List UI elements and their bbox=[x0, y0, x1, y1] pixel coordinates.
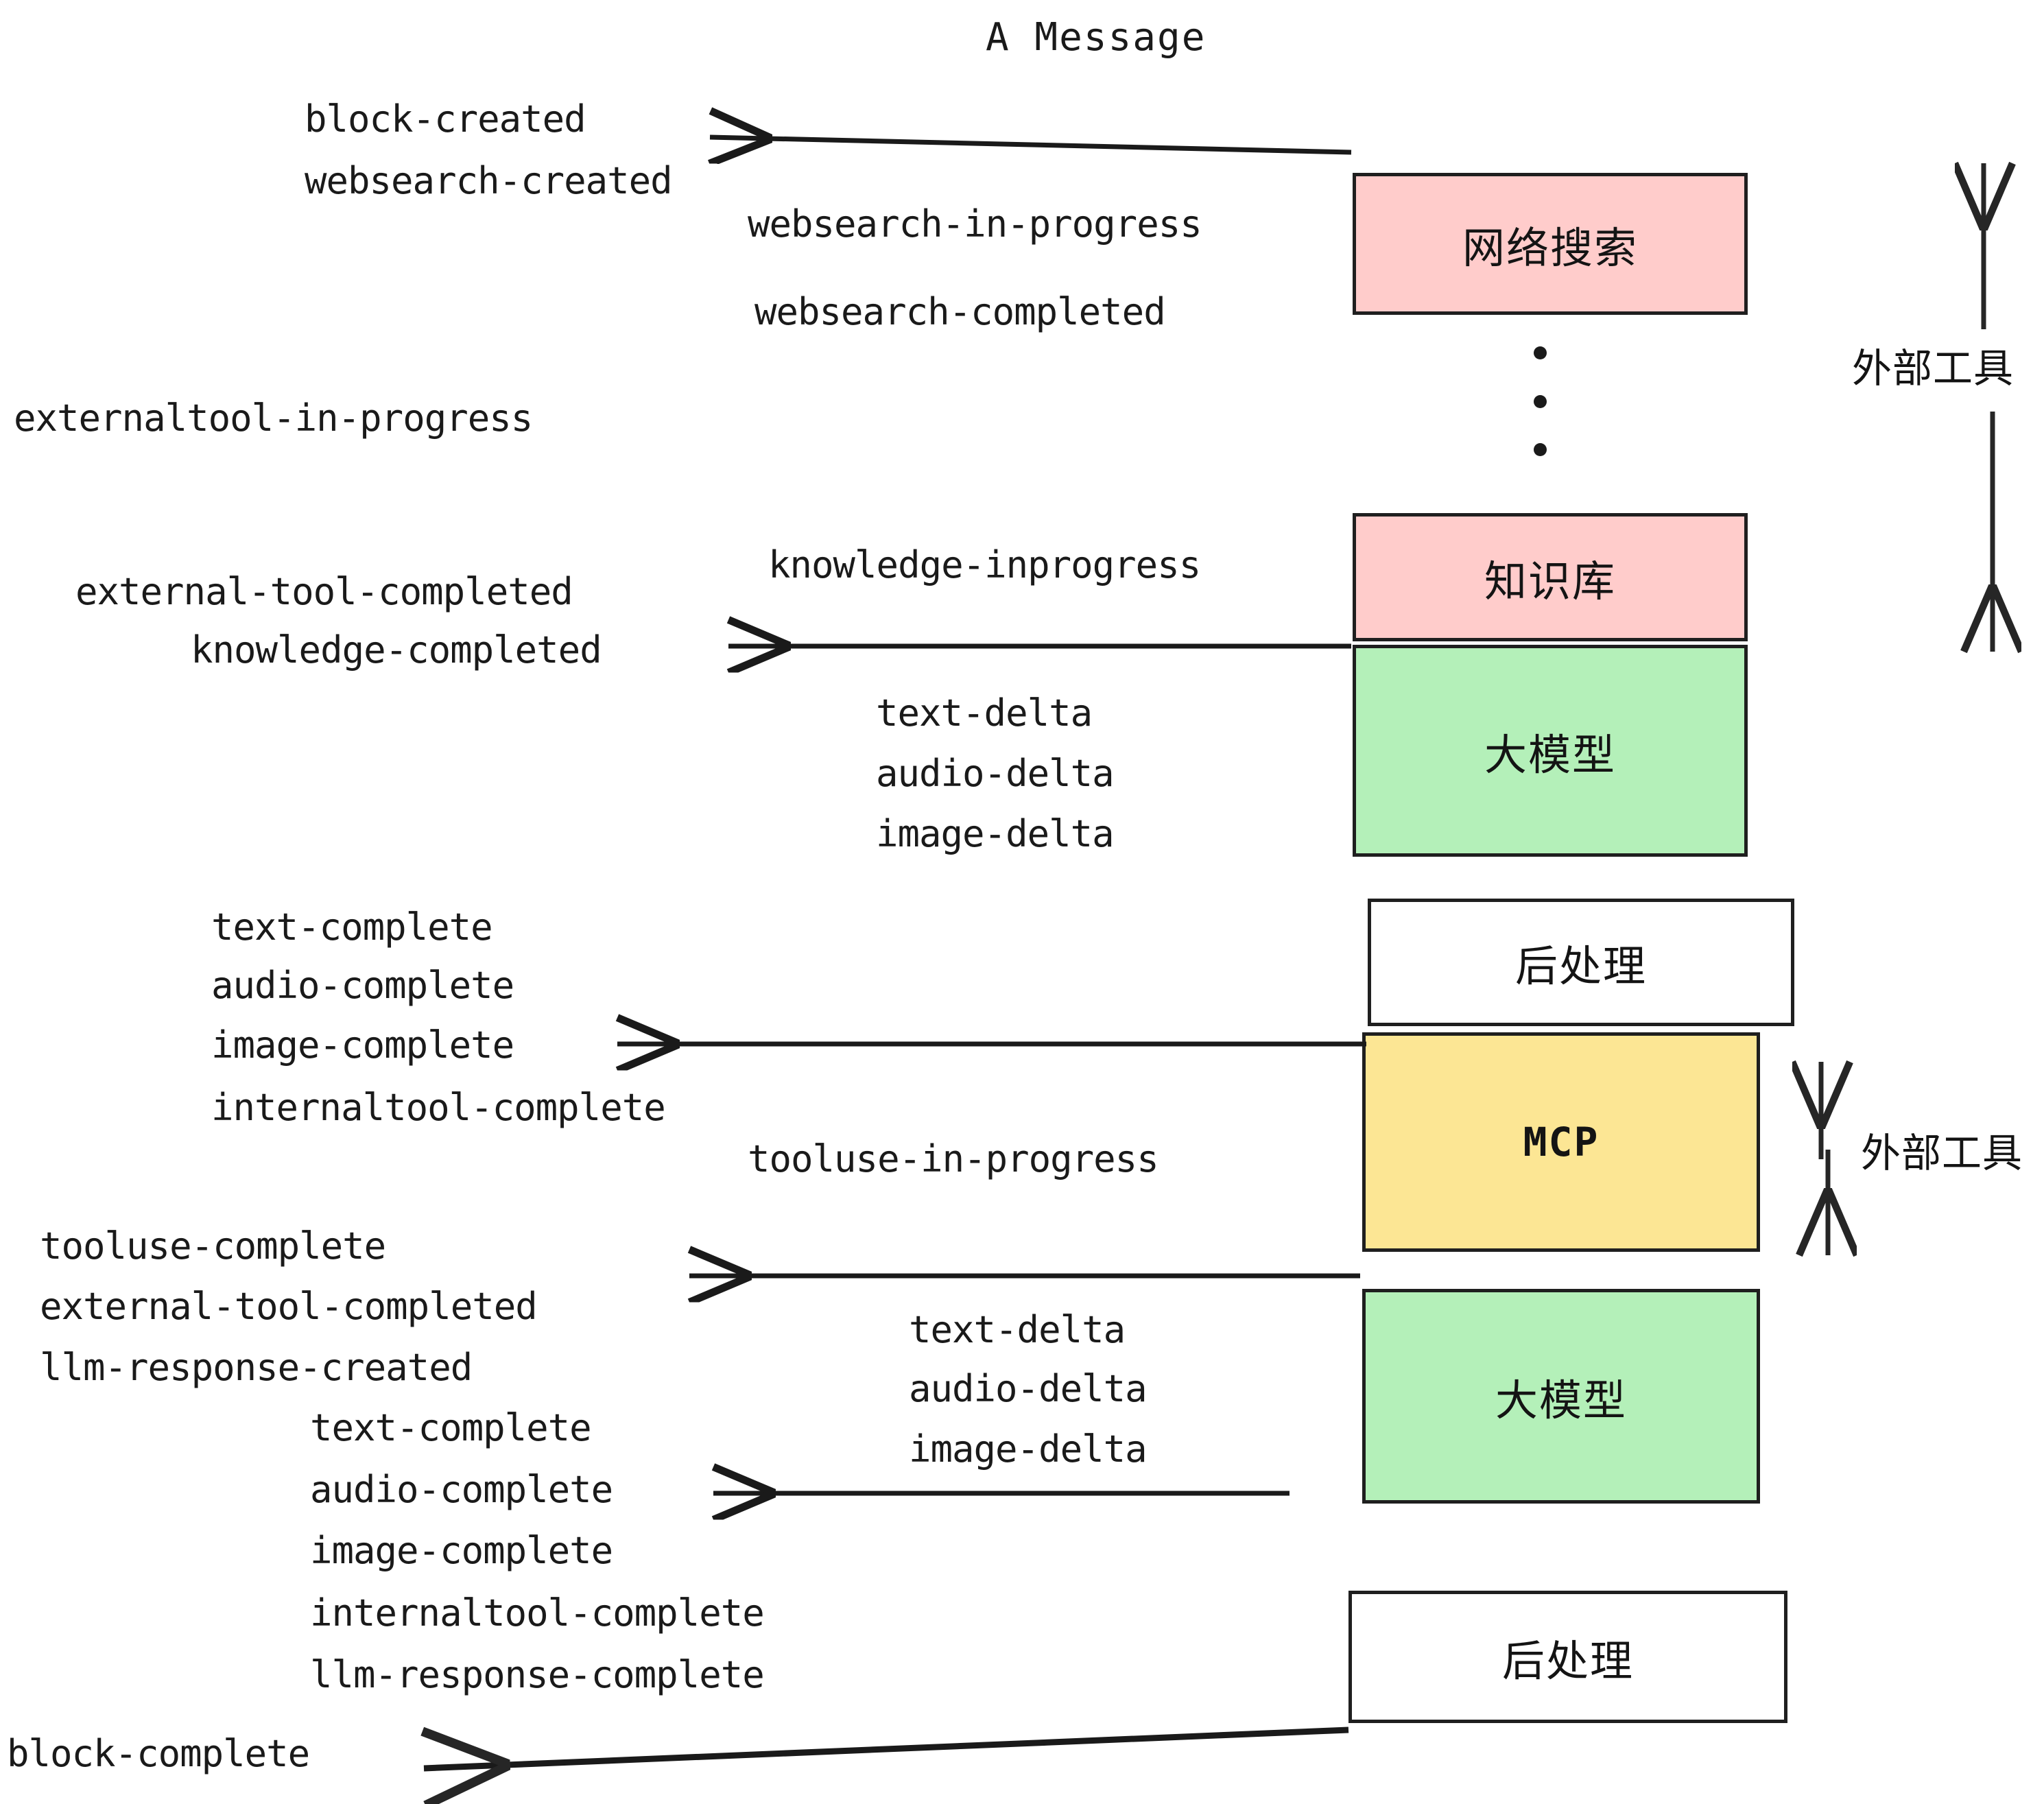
event-label-audio-complete-2: audio-complete bbox=[310, 1468, 613, 1511]
event-label-image-delta-2: image-delta bbox=[909, 1427, 1148, 1471]
event-label-websearch-completed: websearch-completed bbox=[754, 290, 1166, 333]
event-label-tooluse-complete: tooluse-complete bbox=[40, 1224, 386, 1268]
event-label-audio-delta-2: audio-delta bbox=[909, 1367, 1148, 1410]
event-label-external-tool-completed-2: external-tool-completed bbox=[40, 1285, 538, 1328]
node-websearch-label: 网络搜索 bbox=[1462, 222, 1638, 273]
event-label-text-delta-2: text-delta bbox=[909, 1308, 1126, 1351]
event-label-text-complete-2: text-complete bbox=[310, 1406, 592, 1449]
event-label-websearch-in-progress: websearch-in-progress bbox=[748, 202, 1202, 246]
event-label-llm-response-complete: llm-response-complete bbox=[310, 1653, 765, 1696]
side-label-top-text: 外部工具 bbox=[1852, 345, 2015, 392]
event-label-text-complete-1: text-complete bbox=[211, 905, 493, 949]
event-label-externaltool-in-progress: externaltool-in-progress bbox=[14, 396, 533, 440]
node-llm-bottom[interactable]: 大模型 bbox=[1362, 1289, 1760, 1504]
event-label-knowledge-inprogress: knowledge-inprogress bbox=[768, 543, 1201, 586]
event-label-audio-complete-1: audio-complete bbox=[211, 964, 514, 1007]
side-label-external-tools-top: 外部工具 bbox=[1852, 336, 2014, 394]
event-label-knowledge-completed: knowledge-completed bbox=[191, 628, 602, 672]
event-label-internaltool-complete-1: internaltool-complete bbox=[211, 1086, 666, 1129]
node-knowledge[interactable]: 知识库 bbox=[1353, 513, 1748, 641]
vertical-ellipsis-icon bbox=[1533, 346, 1547, 456]
event-label-image-complete-1: image-complete bbox=[211, 1023, 514, 1067]
event-label-websearch-created: websearch-created bbox=[305, 159, 673, 202]
event-label-image-complete-2: image-complete bbox=[310, 1529, 613, 1572]
node-llm-bottom-label: 大模型 bbox=[1495, 1375, 1627, 1425]
node-mcp-label: MCP bbox=[1523, 1119, 1600, 1165]
diagram-title: A Message bbox=[986, 15, 1207, 60]
node-post-top-label: 后处理 bbox=[1514, 941, 1647, 991]
node-llm-top[interactable]: 大模型 bbox=[1353, 645, 1748, 857]
arrow-post-to-block-complete bbox=[424, 1726, 1349, 1768]
side-label-bottom-text: 外部工具 bbox=[1861, 1130, 2023, 1176]
event-label-block-complete: block-complete bbox=[7, 1732, 310, 1775]
arrow-websearch-to-created bbox=[710, 137, 1352, 152]
event-label-internaltool-complete-2: internaltool-complete bbox=[310, 1591, 765, 1635]
node-websearch[interactable]: 网络搜索 bbox=[1353, 173, 1748, 315]
event-label-text-delta-1: text-delta bbox=[876, 691, 1093, 735]
event-label-external-tool-completed-1: external-tool-completed bbox=[75, 570, 573, 613]
node-mcp[interactable]: MCP bbox=[1362, 1032, 1760, 1252]
node-post-bottom[interactable]: 后处理 bbox=[1348, 1591, 1787, 1723]
event-label-tooluse-in-progress: tooluse-in-progress bbox=[748, 1137, 1159, 1180]
event-label-audio-delta-1: audio-delta bbox=[876, 752, 1115, 795]
node-llm-top-label: 大模型 bbox=[1484, 729, 1616, 780]
node-post-top[interactable]: 后处理 bbox=[1368, 899, 1794, 1026]
node-post-bottom-label: 后处理 bbox=[1501, 1635, 1634, 1686]
node-knowledge-label: 知识库 bbox=[1484, 556, 1616, 606]
event-label-image-delta-1: image-delta bbox=[876, 812, 1115, 855]
side-label-external-tools-bottom: 外部工具 bbox=[1861, 1121, 2023, 1178]
event-label-llm-response-created: llm-response-created bbox=[40, 1346, 473, 1389]
event-label-block-created: block-created bbox=[305, 97, 586, 141]
